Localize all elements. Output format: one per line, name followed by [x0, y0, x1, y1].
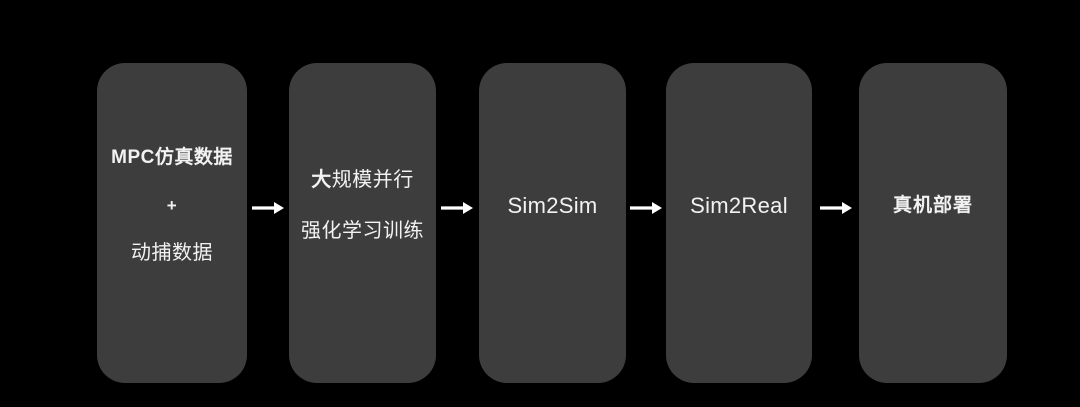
arrow-head — [274, 202, 284, 214]
node-training-data-line1: MPC仿真数据 — [111, 146, 233, 168]
plus-sign: + — [166, 195, 178, 215]
flow-arrow-icon — [630, 202, 662, 214]
node-rl-training-line1-rest: 规模并行 — [331, 169, 414, 191]
node-training-data-line2: 动捕数据 — [131, 242, 213, 265]
node-sim2real-label: Sim2Real — [690, 193, 788, 219]
flow-arrow-icon — [441, 202, 473, 214]
arrow-head — [842, 202, 852, 214]
node-rl-training: 大规模并行 强化学习训练 — [289, 63, 436, 383]
node-sim2sim: Sim2Sim — [479, 63, 626, 383]
flow-arrow-icon — [820, 202, 852, 214]
node-sim2sim-label: Sim2Sim — [507, 193, 598, 219]
node-rl-training-line1-bold: 大 — [311, 169, 332, 191]
node-rl-training-line1: 大规模并行 — [311, 169, 414, 192]
node-rl-training-line2: 强化学习训练 — [301, 220, 424, 242]
node-sim2real: Sim2Real — [666, 63, 812, 383]
node-deployment: 真机部署 — [859, 63, 1007, 383]
arrow-head — [652, 202, 662, 214]
flow-arrow-icon — [252, 202, 284, 214]
node-deployment-label: 真机部署 — [892, 195, 973, 217]
arrow-head — [463, 202, 473, 214]
node-training-data: MPC仿真数据 + 动捕数据 — [97, 63, 247, 383]
